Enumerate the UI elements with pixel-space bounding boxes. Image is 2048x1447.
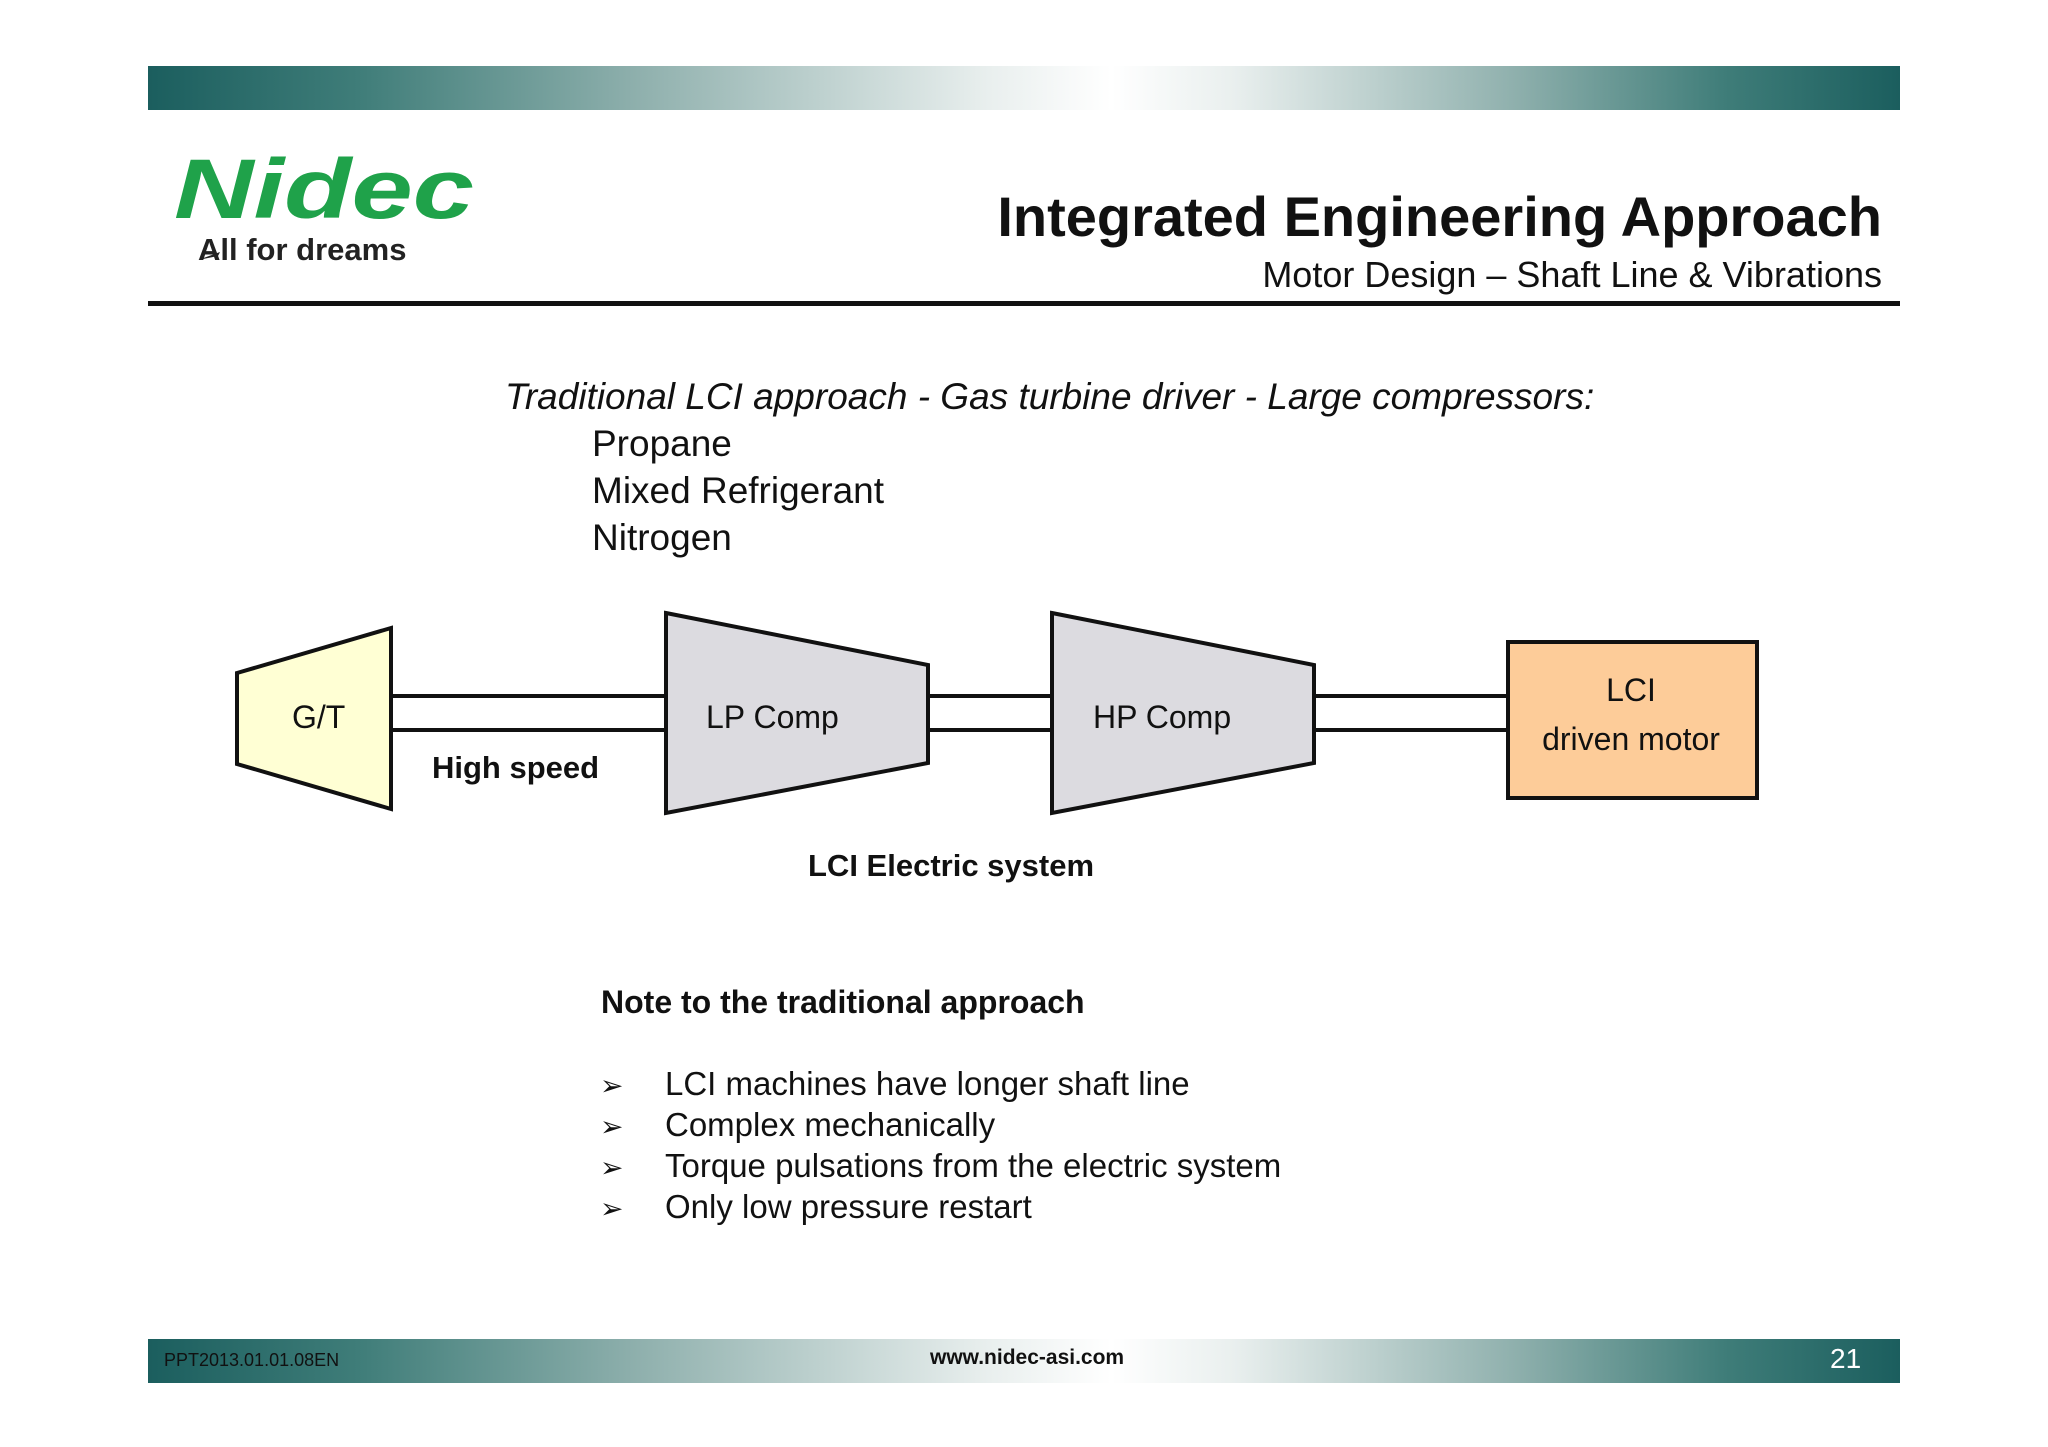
lp-compressor-shape xyxy=(664,610,930,816)
arrow-bullet-icon: ➢ xyxy=(600,1069,624,1102)
hp-compressor-shape xyxy=(1050,610,1316,816)
intro-text: Traditional LCI approach - Gas turbine d… xyxy=(505,376,1595,417)
note-bullet: ➢ LCI machines have longer shaft line xyxy=(600,1065,1190,1103)
arrow-bullet-icon: ➢ xyxy=(600,1151,624,1184)
note-bullet: ➢ Complex mechanically xyxy=(600,1106,995,1144)
note-bullet-text: Only low pressure restart xyxy=(665,1188,1032,1225)
arrow-bullet-icon: ➢ xyxy=(600,1110,624,1143)
shaft-lp-hp xyxy=(928,694,1052,732)
footer-document-code: PPT2013.01.01.08EN xyxy=(164,1350,340,1370)
compressor-item: Propane xyxy=(592,423,732,464)
electric-system-label: LCI Electric system xyxy=(808,848,1094,883)
note-bullet-text: Torque pulsations from the electric syst… xyxy=(665,1147,1282,1184)
logo-tagline: All for dreams xyxy=(198,232,407,267)
high-speed-label: High speed xyxy=(432,750,599,785)
header-divider xyxy=(148,301,1900,306)
page-number: 21 xyxy=(1830,1343,1862,1374)
motor-label-line2: driven motor xyxy=(1542,721,1720,757)
footer-gradient-bar xyxy=(148,1339,1900,1383)
shaft-hp-motor xyxy=(1314,694,1508,732)
logo-wordmark: Nidec xyxy=(174,152,474,236)
page-title: Integrated Engineering Approach xyxy=(997,185,1882,248)
compressor-item: Mixed Refrigerant xyxy=(592,470,885,511)
note-heading: Note to the traditional approach xyxy=(601,984,1085,1020)
shaft-gt-lp xyxy=(392,694,666,732)
hp-compressor-label: HP Comp xyxy=(1093,699,1231,735)
motor-label-line1: LCI xyxy=(1606,672,1656,708)
swoosh-icon xyxy=(198,252,220,260)
gas-turbine-label: G/T xyxy=(292,699,345,735)
gas-turbine-shape xyxy=(235,625,393,812)
header-gradient-bar xyxy=(148,66,1900,110)
footer-website-link[interactable]: www.nidec-asi.com xyxy=(930,1346,1125,1369)
lci-motor-box xyxy=(1506,640,1759,800)
page-subtitle: Motor Design – Shaft Line & Vibrations xyxy=(1262,254,1882,295)
nidec-logo: Nidec xyxy=(174,152,474,260)
note-bullet: ➢ Torque pulsations from the electric sys… xyxy=(600,1147,1281,1185)
compressor-item: Nitrogen xyxy=(592,517,732,558)
lp-compressor-label: LP Comp xyxy=(706,699,839,735)
note-bullet-text: Complex mechanically xyxy=(665,1106,996,1143)
arrow-bullet-icon: ➢ xyxy=(600,1192,624,1225)
note-bullet-text: LCI machines have longer shaft line xyxy=(665,1065,1190,1102)
note-bullet: ➢ Only low pressure restart xyxy=(600,1188,1032,1226)
